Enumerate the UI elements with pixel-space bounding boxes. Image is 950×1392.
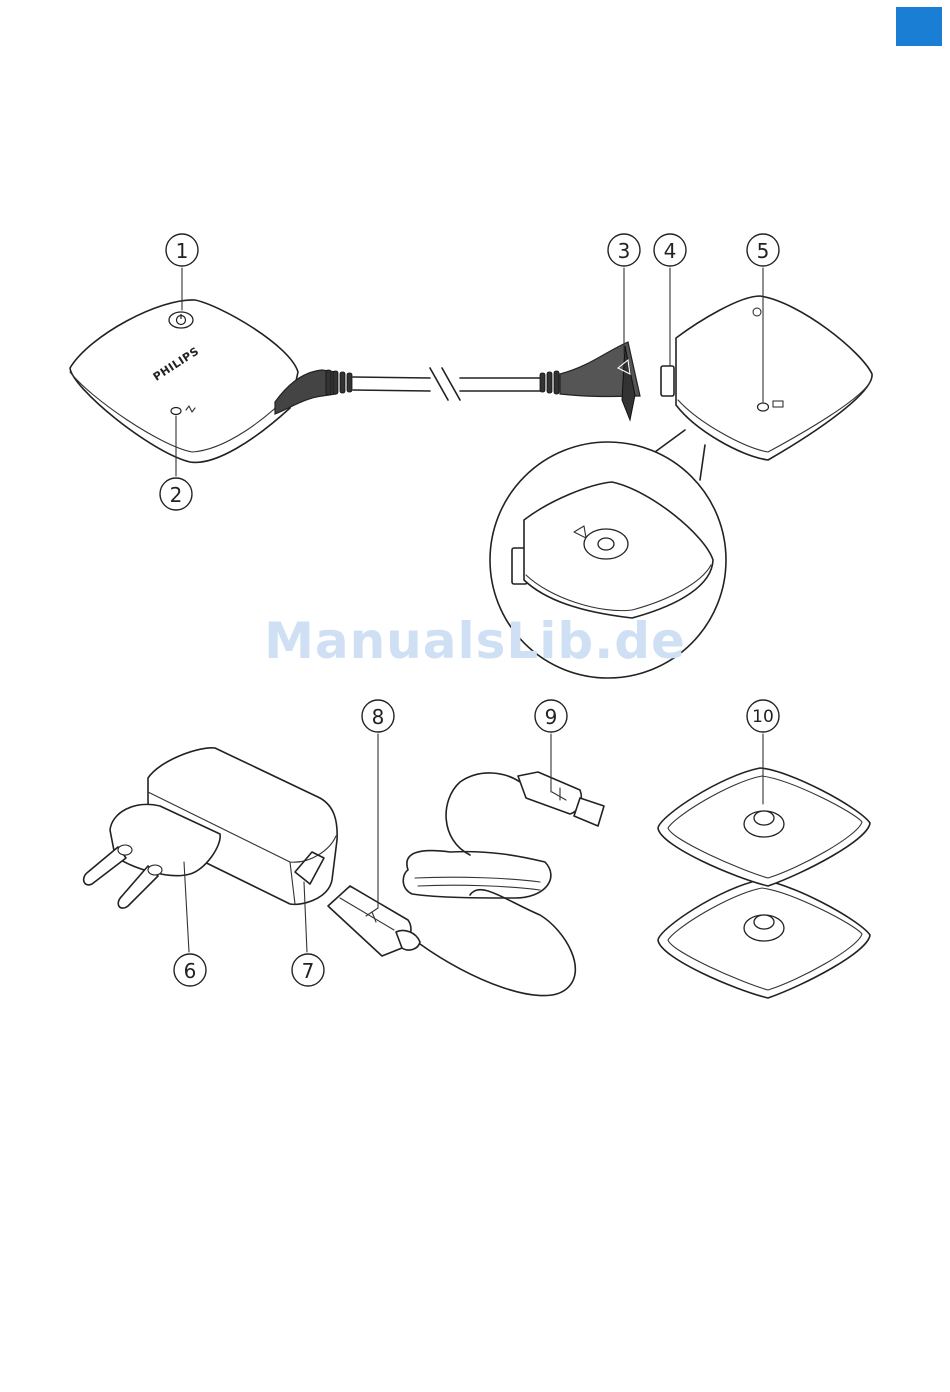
watermark-text: ManualsLib.de	[0, 612, 950, 670]
callout-9-label: 9	[545, 705, 558, 729]
callout-4-label: 4	[664, 239, 677, 263]
usb-cable	[328, 772, 604, 996]
callout-10: 10	[747, 700, 779, 732]
callout-1: 1	[166, 234, 198, 266]
connection-cable	[275, 342, 640, 420]
callout-5: 5	[747, 234, 779, 266]
callout-8-label: 8	[372, 705, 385, 729]
callout-8: 8	[362, 700, 394, 732]
callout-10-label: 10	[752, 707, 774, 727]
callout-2-label: 2	[170, 483, 183, 507]
callout-5-label: 5	[757, 239, 770, 263]
secondary-device-unit	[661, 296, 872, 460]
callout-9: 9	[535, 700, 567, 732]
callout-3-label: 3	[618, 239, 631, 263]
callout-2: 2	[160, 478, 192, 510]
callout-3: 3	[608, 234, 640, 266]
callout-6-label: 6	[184, 959, 197, 983]
power-adapter	[84, 748, 338, 908]
power-button-icon	[169, 312, 193, 328]
callout-6: 6	[174, 954, 206, 986]
callout-1-label: 1	[176, 239, 189, 263]
callout-4: 4	[654, 234, 686, 266]
callout-7-label: 7	[302, 959, 315, 983]
electrode-pads	[658, 768, 870, 998]
callout-7: 7	[292, 954, 324, 986]
main-device-unit: PHILIPS	[70, 300, 298, 462]
